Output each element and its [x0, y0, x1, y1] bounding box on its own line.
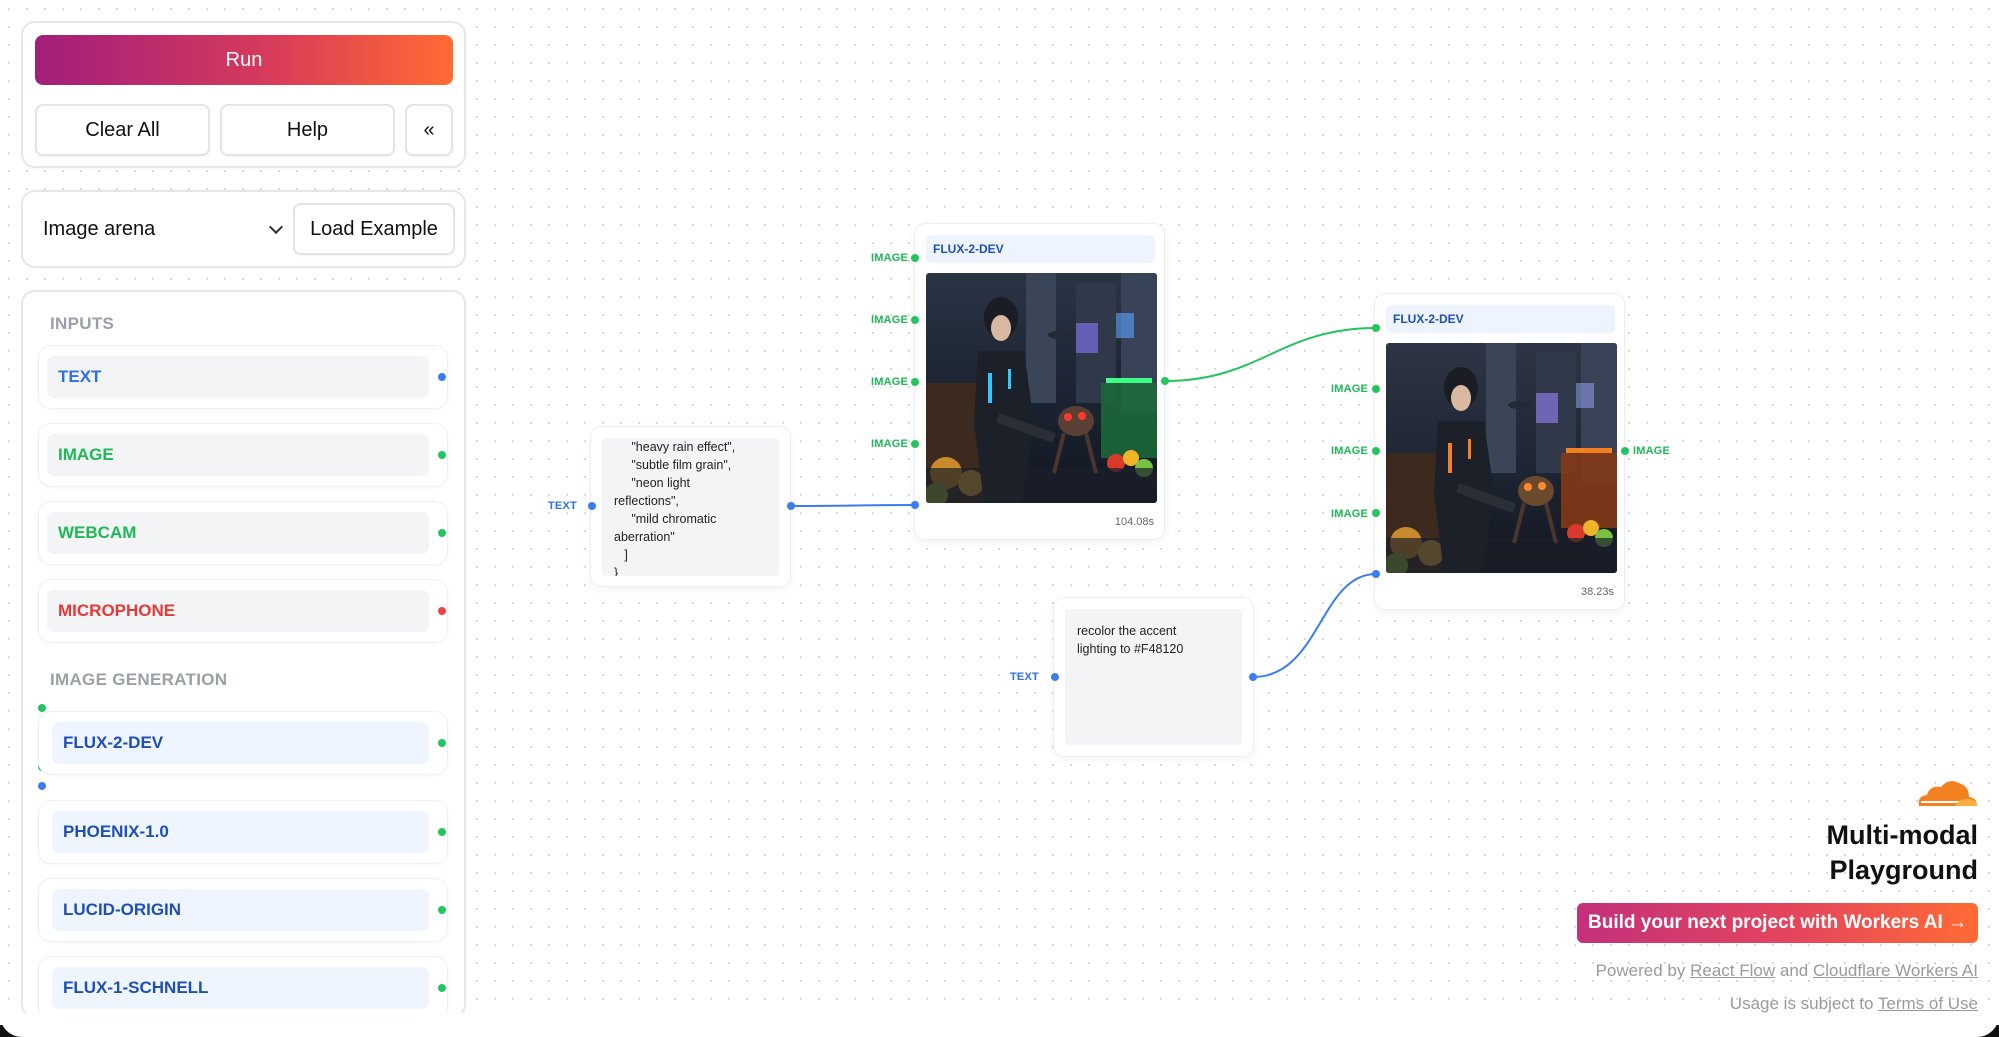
prompt-text-area[interactable]: recolor the accent lighting to #F48120 — [1065, 609, 1242, 745]
sidebar-item-webcam[interactable]: WEBCAM — [39, 502, 447, 564]
sidebar-item-label: FLUX-1-SCHNELL — [52, 967, 429, 1009]
sidebar-item-label: MICROPHONE — [47, 590, 429, 632]
output-port-dot — [438, 984, 446, 992]
output-port-dot — [438, 828, 446, 836]
generated-image[interactable] — [926, 273, 1157, 503]
input-port-dot[interactable] — [1372, 385, 1380, 393]
prompt-text-area[interactable]: "heavy rain effect", "subtle film grain"… — [602, 438, 779, 576]
title-line-1: Multi-modal — [1826, 820, 1978, 850]
sidebar-item-label: PHOENIX-1.0 — [52, 811, 429, 853]
image-port-label: IMAGE — [871, 252, 909, 264]
generation-time: 38.23s — [1580, 586, 1614, 598]
collapse-sidebar-button[interactable]: « — [405, 104, 453, 156]
image-port-label: IMAGE — [871, 438, 909, 450]
input-port-dot[interactable] — [1372, 324, 1380, 332]
sidebar-item-label: IMAGE — [47, 434, 429, 476]
input-port-dot[interactable] — [911, 378, 919, 386]
image-output-label: IMAGE — [1633, 445, 1671, 457]
sidebar-item-lucid-origin[interactable]: LUCID-ORIGIN — [39, 879, 447, 941]
edge-image-to-flux[interactable] — [1164, 327, 1377, 382]
help-button[interactable]: Help — [220, 104, 395, 156]
load-example-button[interactable]: Load Example — [293, 203, 455, 255]
output-port-dot — [438, 373, 446, 381]
output-port-dot — [438, 607, 446, 615]
input-port-dot[interactable] — [911, 316, 919, 324]
sidebar-item-label: TEXT — [47, 356, 429, 398]
playground-title: Multi-modal Playground — [1827, 818, 1978, 888]
input-port-dot — [38, 704, 46, 712]
node-title: FLUX-2-DEV — [926, 235, 1155, 263]
edge-text-to-flux[interactable] — [790, 504, 917, 507]
output-port-dot — [438, 529, 446, 537]
input-port-dot[interactable] — [1372, 447, 1380, 455]
input-port-dot[interactable] — [911, 440, 919, 448]
powered-prefix: Powered by — [1595, 961, 1686, 980]
image-port-label: IMAGE — [871, 314, 909, 326]
usage-line: Usage is subject to Terms of Use — [1730, 994, 1978, 1014]
preset-select-value: Image arena — [43, 217, 156, 240]
sidebar-item-label: FLUX-2-DEV — [52, 722, 429, 764]
output-port-dot — [438, 739, 446, 747]
generated-image-art — [1386, 343, 1617, 573]
input-port-dot[interactable] — [1051, 673, 1059, 681]
text-port-label: TEXT — [1010, 671, 1039, 683]
node-library-panel: INPUTS TEXT IMAGE WEBCAM MICROPHONE IMAG… — [21, 290, 466, 1018]
clear-all-button[interactable]: Clear All — [35, 104, 210, 156]
generated-image-art — [926, 273, 1157, 503]
input-port-dot[interactable] — [1372, 509, 1380, 517]
image-port-label: IMAGE — [1331, 508, 1369, 520]
input-port-dot[interactable] — [1372, 570, 1380, 578]
cloudflare-workers-ai-link[interactable]: Cloudflare Workers AI — [1812, 961, 1978, 980]
preset-panel: Image arena Load Example — [21, 190, 466, 268]
react-flow-link[interactable]: React Flow — [1690, 961, 1776, 980]
input-port-dot — [38, 782, 46, 790]
sidebar-item-phoenix[interactable]: PHOENIX-1.0 — [39, 801, 447, 863]
preset-select[interactable]: Image arena — [35, 203, 295, 255]
output-port-dot — [438, 906, 446, 914]
generation-time: 104.08s — [1114, 516, 1154, 528]
image-generation-section-title: IMAGE GENERATION — [50, 670, 228, 689]
input-port-dot[interactable] — [911, 254, 919, 262]
generated-image[interactable] — [1386, 343, 1617, 573]
text-port-label: TEXT — [548, 500, 577, 512]
sidebar-item-image[interactable]: IMAGE — [39, 424, 447, 486]
output-port-dot[interactable] — [787, 502, 795, 510]
node-title: FLUX-2-DEV — [1386, 305, 1615, 333]
input-port-dot[interactable] — [588, 502, 596, 510]
cloudflare-logo-icon — [1918, 781, 1977, 806]
sidebar-item-label: WEBCAM — [47, 512, 429, 554]
flux-2-dev-node[interactable]: FLUX-2-DEV — [915, 224, 1164, 539]
terms-of-use-link[interactable]: Terms of Use — [1877, 994, 1978, 1013]
run-button[interactable]: Run — [35, 35, 453, 85]
sidebar-item-text[interactable]: TEXT — [39, 346, 447, 408]
image-port-label: IMAGE — [1331, 445, 1369, 457]
sidebar-item-microphone[interactable]: MICROPHONE — [39, 580, 447, 642]
inputs-section-title: INPUTS — [50, 314, 115, 333]
image-port-label: IMAGE — [1331, 383, 1369, 395]
window-bottom-edge — [0, 1013, 1999, 1037]
output-port-dot[interactable] — [1161, 377, 1169, 385]
usage-prefix: Usage is subject to — [1729, 994, 1874, 1013]
input-port-dot[interactable] — [911, 501, 919, 509]
sidebar-item-flux-1-schnell[interactable]: FLUX-1-SCHNELL — [39, 957, 447, 1016]
flux-2-dev-node-2[interactable]: FLUX-2-DEV — [1375, 294, 1624, 609]
toolbar-panel: Run Clear All Help « — [21, 21, 466, 168]
powered-by-line: Powered by React Flow and Cloudflare Wor… — [1596, 961, 1978, 981]
sidebar-item-flux-2-dev[interactable]: FLUX-2-DEV — [39, 712, 447, 774]
sidebar-item-label: LUCID-ORIGIN — [52, 889, 429, 931]
edge-text-to-flux-2[interactable] — [1252, 573, 1377, 678]
output-port-dot[interactable] — [1621, 447, 1629, 455]
title-line-2: Playground — [1829, 855, 1978, 885]
text-input-node-2[interactable]: recolor the accent lighting to #F48120 — [1054, 598, 1253, 756]
output-port-dot[interactable] — [1249, 673, 1257, 681]
output-port-dot — [438, 451, 446, 459]
workers-ai-cta-button[interactable]: Build your next project with Workers AI … — [1577, 903, 1978, 943]
text-input-node[interactable]: "heavy rain effect", "subtle film grain"… — [591, 427, 790, 586]
powered-and: and — [1779, 961, 1809, 980]
image-port-label: IMAGE — [871, 376, 909, 388]
